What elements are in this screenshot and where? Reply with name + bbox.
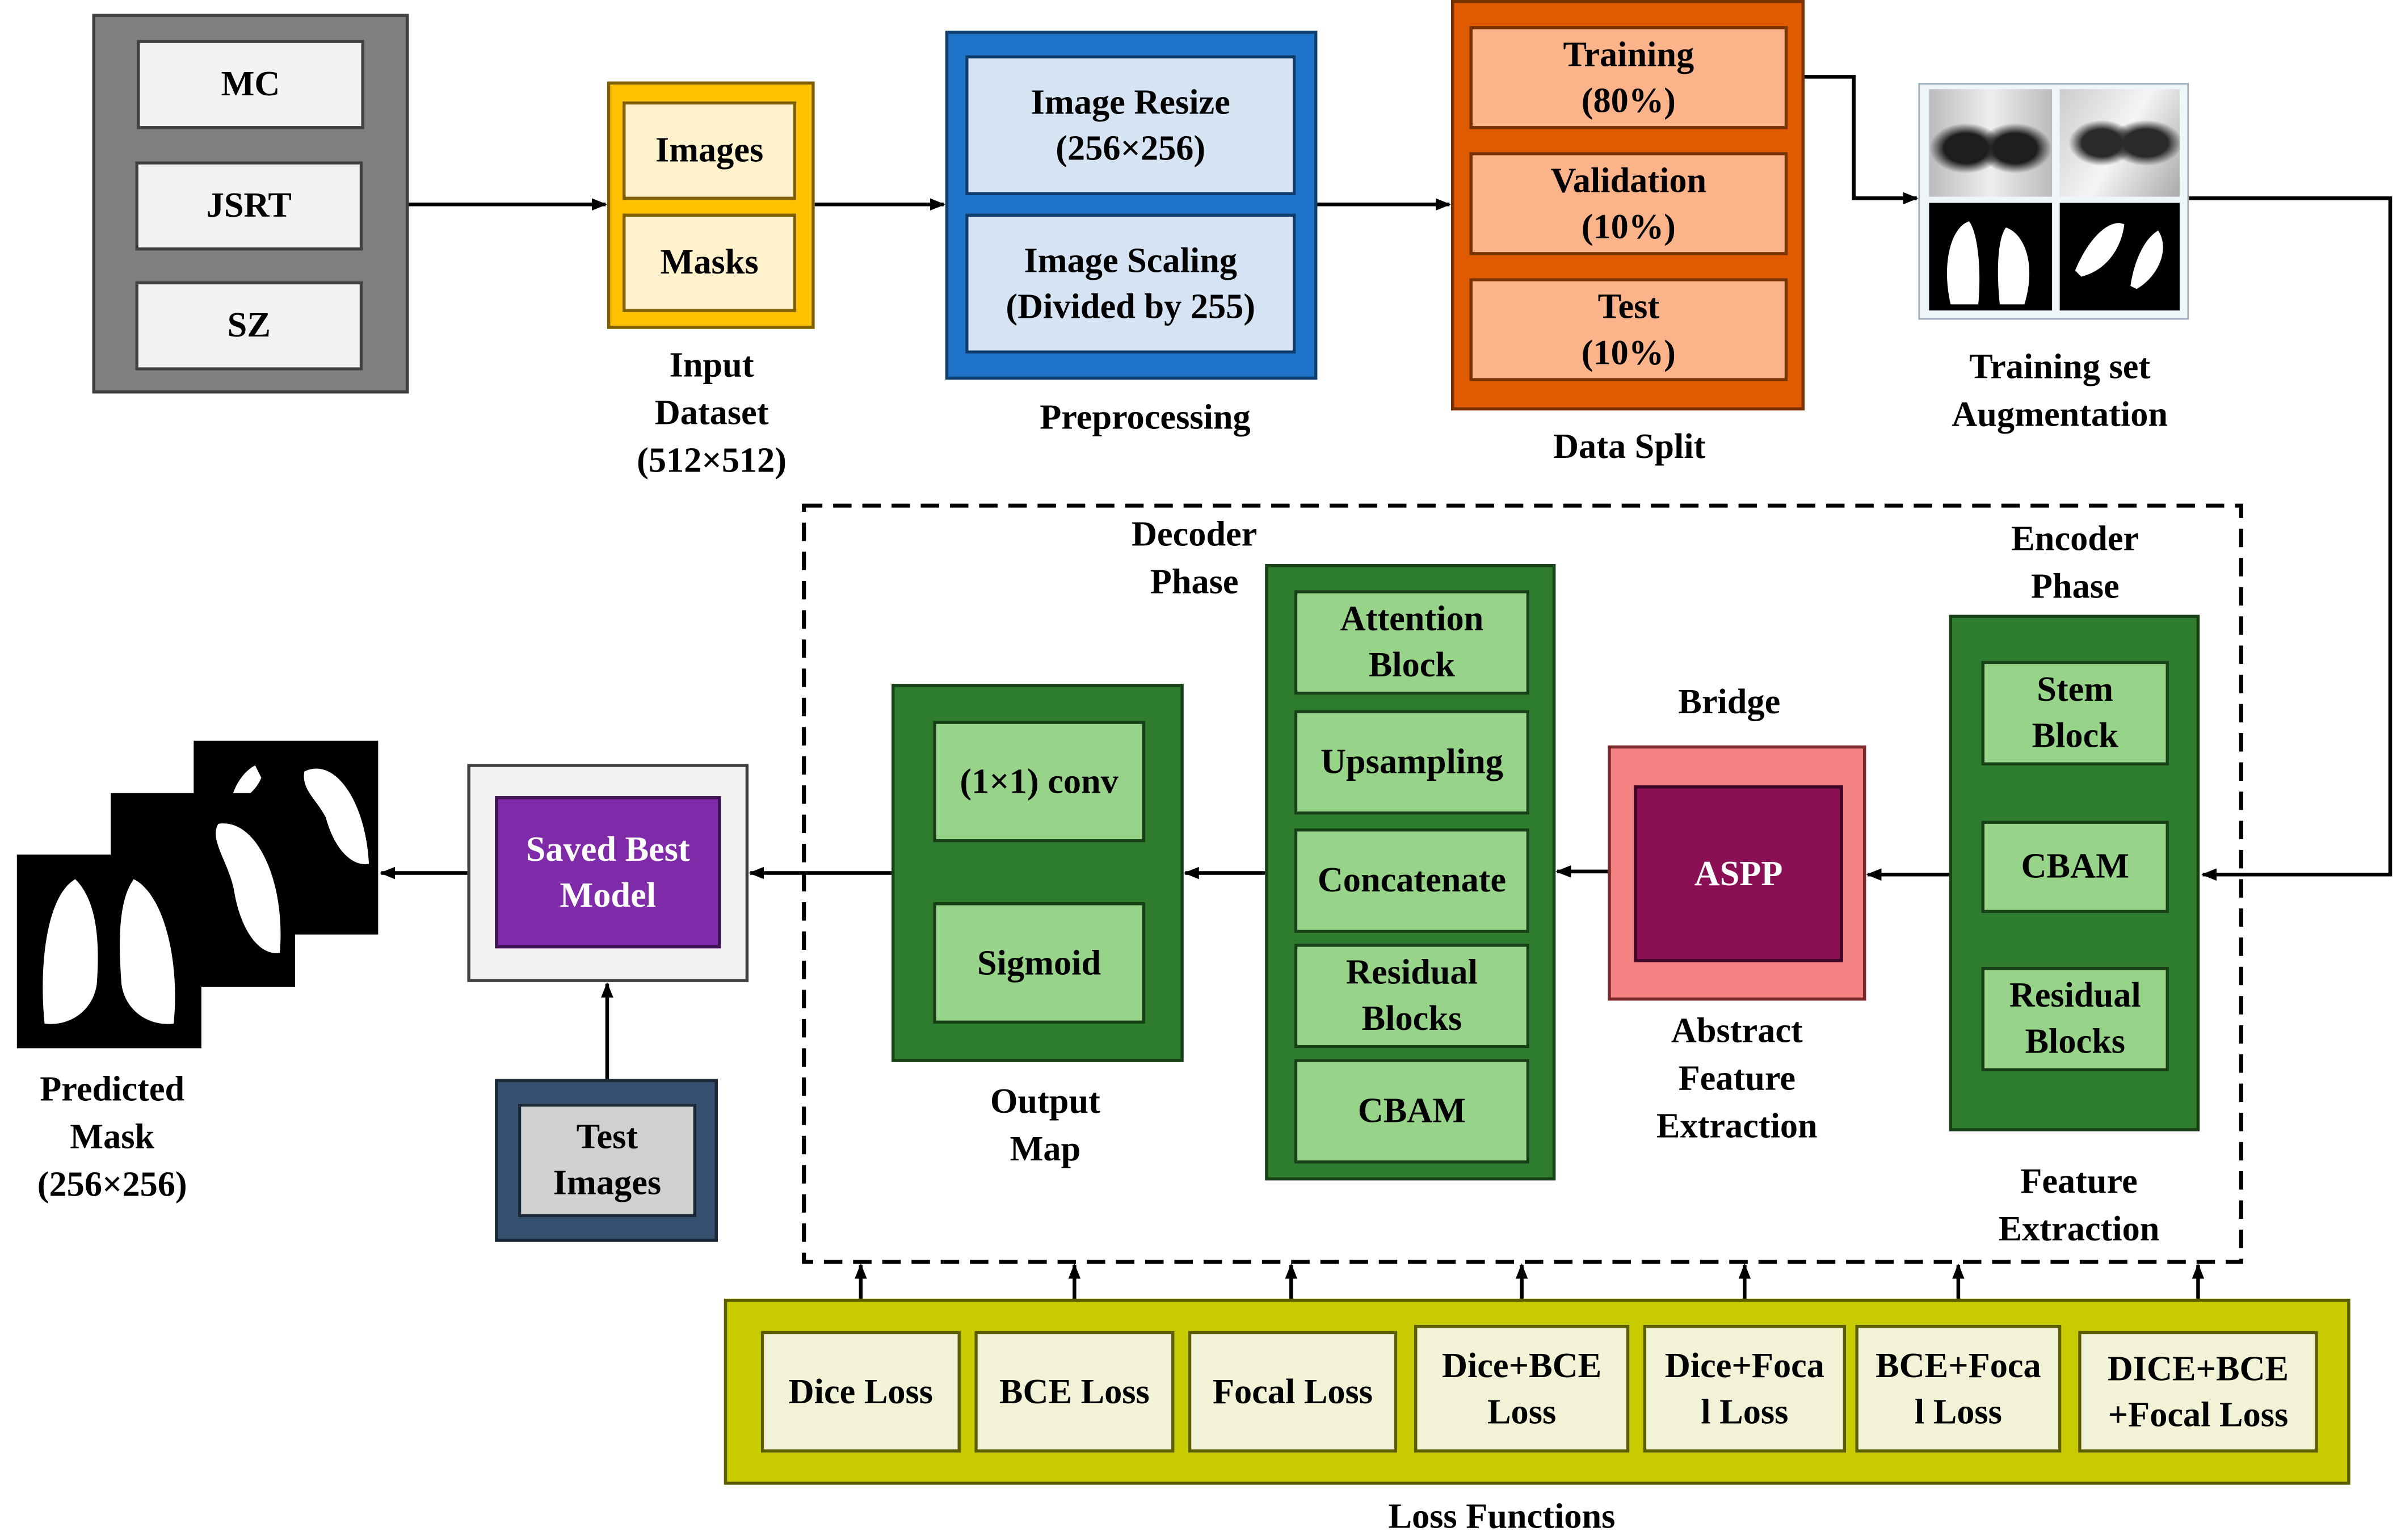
encoder-cbam: CBAM [1981, 821, 2169, 913]
predicted-mask-image-1 [16, 855, 201, 1049]
split-validation: Validation(10%) [1469, 152, 1788, 255]
source-sz: SZ [135, 281, 363, 371]
arrow-augmentation-to-encoder [2189, 196, 2392, 881]
xray-thumbnail-1 [1929, 89, 2053, 197]
model-boundary [802, 503, 2243, 1264]
augmentation-caption: Training set Augmentation [1952, 347, 2168, 434]
bridge-aspp: ASPP [1634, 785, 1843, 962]
loss-dice: Dice Loss [760, 1331, 961, 1453]
arrow-training-to-augmentation [1788, 75, 1919, 205]
preprocess-resize: Image Resize(256×256) [965, 55, 1296, 196]
decoder-cbam: CBAM [1294, 1059, 1530, 1164]
input-dataset-caption: Input Dataset (512×512) [637, 346, 787, 480]
output-sigmoid: Sigmoid [933, 902, 1145, 1024]
loss-bce: BCE Loss [974, 1331, 1175, 1453]
data-split-caption: Data Split [1553, 427, 1706, 466]
source-jsrt: JSRT [135, 161, 363, 251]
mask-thumbnail-1 [1929, 203, 2053, 311]
split-test: Test(10%) [1469, 278, 1788, 381]
decoder-upsampling: Upsampling [1294, 710, 1530, 815]
decoder-concatenate: Concatenate [1294, 828, 1530, 933]
loss-functions-caption: Loss Functions [1388, 1497, 1616, 1535]
preprocessing-caption: Preprocessing [1040, 398, 1251, 437]
source-mc: MC [137, 40, 364, 129]
input-images: Images [623, 101, 797, 200]
mask-thumbnail-2 [2059, 203, 2180, 311]
preprocess-scaling: Image Scaling(Divided by 255) [965, 213, 1296, 354]
split-training: Training(80%) [1469, 26, 1788, 129]
loss-dice-bce-focal: DICE+BCE+Focal Loss [2078, 1331, 2318, 1453]
input-masks: Masks [623, 213, 797, 312]
xray-thumbnail-2 [2059, 89, 2180, 197]
output-1x1-conv: (1×1) conv [933, 721, 1145, 843]
bridge-title: Bridge [1678, 682, 1781, 721]
loss-focal: Focal Loss [1188, 1331, 1398, 1453]
